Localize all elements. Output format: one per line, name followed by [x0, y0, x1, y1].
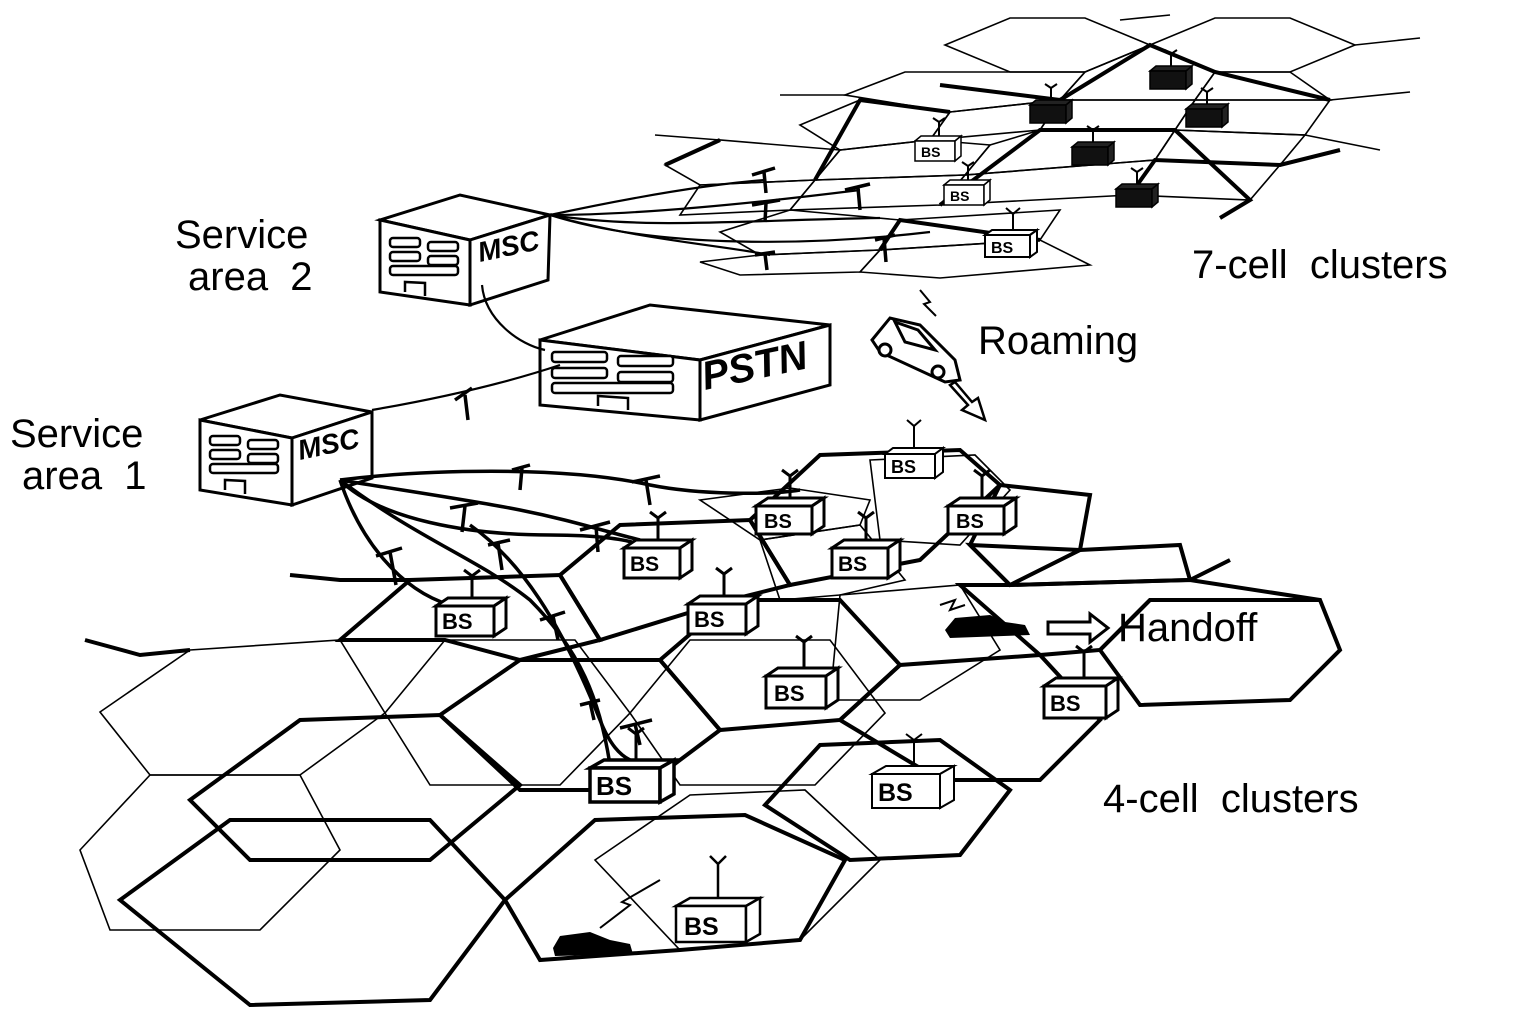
base-station: BS — [868, 733, 958, 810]
base-station: BS — [671, 855, 765, 945]
base-station: BS — [941, 161, 993, 207]
seven-cell-clusters-label: 7-cell clusters — [1192, 243, 1448, 287]
svg-text:BS: BS — [956, 511, 984, 533]
base-station-dark — [1027, 83, 1075, 125]
svg-text:BS: BS — [921, 144, 940, 160]
svg-text:BS: BS — [891, 457, 916, 477]
base-station: BS — [912, 117, 964, 163]
four-cell-clusters-label: 4-cell clusters — [1103, 777, 1359, 821]
service-area-1-label-line1: Service — [10, 412, 143, 456]
roaming-arrow-icon — [948, 380, 988, 423]
base-stations: BS BS BS BS BS — [431, 49, 1231, 945]
base-station: BS — [431, 568, 511, 639]
svg-text:BS: BS — [950, 188, 969, 204]
base-station-dark — [1113, 167, 1161, 209]
base-station: BS — [943, 468, 1021, 537]
car-icon — [553, 879, 661, 956]
network-links — [338, 178, 931, 766]
base-station: BS — [1039, 644, 1123, 721]
base-station: BS — [827, 510, 905, 581]
base-station: BS — [619, 510, 697, 581]
base-station: BS — [981, 207, 1041, 259]
svg-text:BS: BS — [684, 913, 719, 941]
svg-text:BS: BS — [442, 609, 473, 634]
svg-text:BS: BS — [630, 553, 659, 576]
service-area-2-label-line1: Service — [175, 213, 308, 257]
svg-text:BS: BS — [596, 771, 632, 801]
msc-building-area-2: MSC — [374, 193, 556, 308]
svg-text:BS: BS — [878, 779, 913, 807]
svg-text:BS: BS — [991, 240, 1014, 257]
msc-building-area-1: MSC — [198, 393, 374, 508]
base-station: BS — [683, 566, 763, 637]
link-antennas — [375, 166, 896, 746]
base-station-dark — [1183, 87, 1231, 129]
car-roaming-icon — [870, 289, 962, 384]
base-station-dark — [1147, 49, 1195, 91]
svg-text:BS: BS — [838, 553, 867, 576]
roaming-label: Roaming — [978, 319, 1138, 363]
base-station: BS — [761, 634, 843, 711]
svg-text:BS: BS — [694, 607, 725, 632]
base-station: BS — [583, 726, 681, 806]
base-station-dark — [1069, 125, 1117, 167]
svg-text:BS: BS — [764, 511, 792, 533]
base-station: BS — [882, 419, 946, 480]
car-handoff-icon — [939, 598, 1030, 638]
handoff-arrow-icon — [1046, 610, 1111, 646]
svg-text:BS: BS — [774, 681, 805, 706]
service-area-1-label-line2: area 1 — [22, 454, 147, 498]
service-area-2-label-line2: area 2 — [188, 255, 313, 299]
pstn-building: PSTN — [538, 303, 832, 422]
base-station: BS — [751, 468, 829, 537]
handoff-label: Handoff — [1118, 606, 1258, 650]
svg-text:BS: BS — [1050, 691, 1081, 716]
